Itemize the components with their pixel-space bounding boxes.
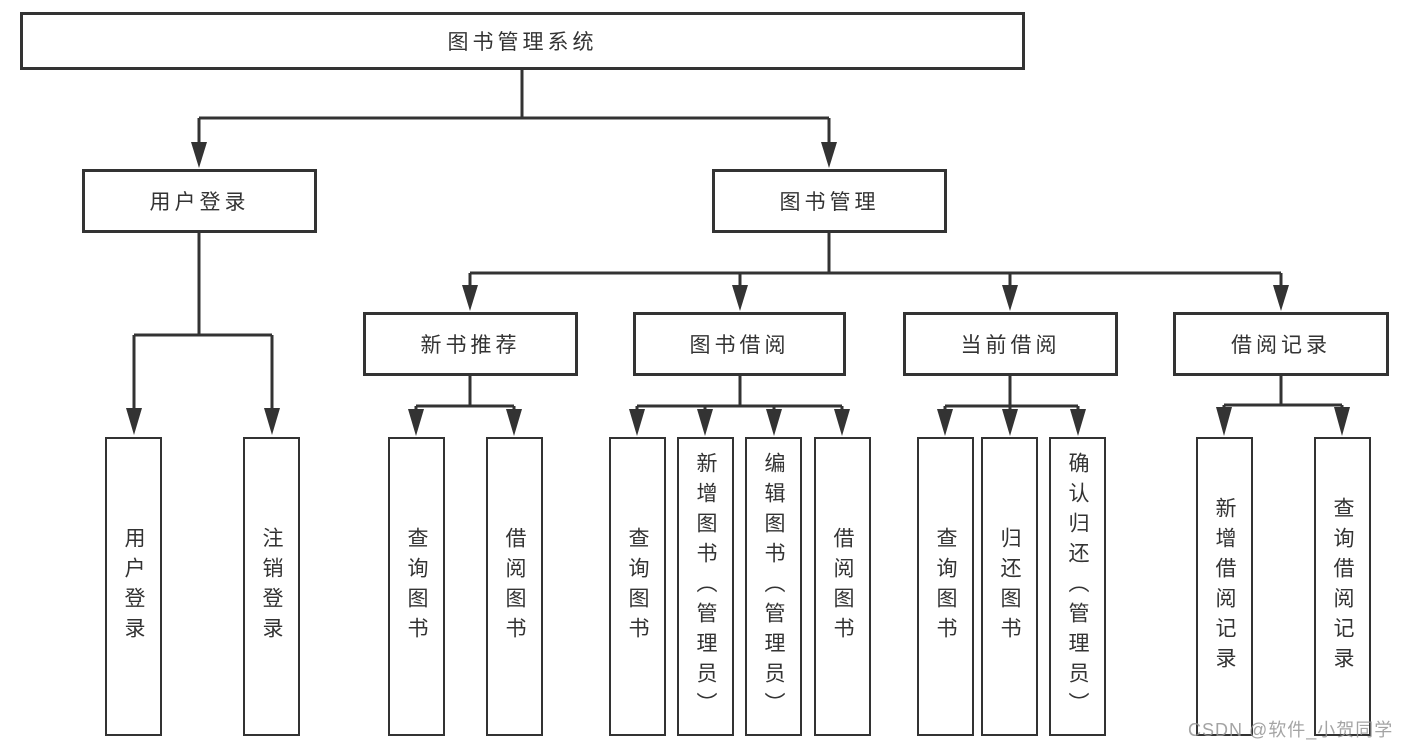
leaf-confirm-return-admin: 确认归还（管理员） xyxy=(1049,437,1106,736)
watermark: CSDN @软件_小贺同学 xyxy=(1188,720,1394,740)
node-new-book-recommend-label: 新书推荐 xyxy=(420,334,521,357)
leaf-return-books-label: 归还图书 xyxy=(998,526,1021,647)
node-borrowing-records-label: 借阅记录 xyxy=(1231,334,1331,357)
leaf-logout-login: 注销登录 xyxy=(243,437,300,736)
leaf-add-books-admin: 新增图书（管理员） xyxy=(677,437,734,736)
leaf-return-books: 归还图书 xyxy=(981,437,1038,736)
leaf-add-borrow-record: 新增借阅记录 xyxy=(1196,437,1253,736)
leaf-query-borrow-record-label: 查询借阅记录 xyxy=(1331,496,1354,677)
leaf-logout-login-label: 注销登录 xyxy=(260,526,283,647)
node-book-borrowing-label: 图书借阅 xyxy=(689,334,790,357)
leaf-query-books-recommend: 查询图书 xyxy=(388,437,445,736)
leaf-borrow-books-recommend: 借阅图书 xyxy=(486,437,543,736)
leaf-borrow-books-borrowing-label: 借阅图书 xyxy=(831,526,854,647)
node-new-book-recommend: 新书推荐 xyxy=(363,312,578,376)
node-root: 图书管理系统 xyxy=(20,12,1025,70)
leaf-query-books-current-label: 查询图书 xyxy=(934,526,957,647)
node-borrowing-records: 借阅记录 xyxy=(1173,312,1389,376)
node-current-borrowing: 当前借阅 xyxy=(903,312,1118,376)
leaf-add-borrow-record-label: 新增借阅记录 xyxy=(1213,496,1236,677)
node-root-label: 图书管理系统 xyxy=(447,31,598,54)
leaf-query-books-borrowing-label: 查询图书 xyxy=(626,526,649,647)
leaf-edit-books-admin-label: 编辑图书（管理员） xyxy=(762,451,785,722)
leaf-query-books-borrowing: 查询图书 xyxy=(609,437,666,736)
leaf-confirm-return-admin-label: 确认归还（管理员） xyxy=(1066,451,1089,722)
leaf-user-login-label: 用户登录 xyxy=(122,526,145,647)
leaf-edit-books-admin: 编辑图书（管理员） xyxy=(745,437,802,736)
node-user-login-label: 用户登录 xyxy=(149,191,250,214)
leaf-borrow-books-recommend-label: 借阅图书 xyxy=(503,526,526,647)
leaf-add-books-admin-label: 新增图书（管理员） xyxy=(694,451,717,722)
node-book-borrowing: 图书借阅 xyxy=(633,312,846,376)
leaf-query-borrow-record: 查询借阅记录 xyxy=(1314,437,1371,736)
leaf-query-books-current: 查询图书 xyxy=(917,437,974,736)
node-book-management: 图书管理 xyxy=(712,169,947,233)
leaf-query-books-recommend-label: 查询图书 xyxy=(405,526,428,647)
leaf-user-login: 用户登录 xyxy=(105,437,162,736)
leaf-borrow-books-borrowing: 借阅图书 xyxy=(814,437,871,736)
node-book-management-label: 图书管理 xyxy=(779,191,880,214)
node-current-borrowing-label: 当前借阅 xyxy=(960,334,1061,357)
node-user-login: 用户登录 xyxy=(82,169,317,233)
